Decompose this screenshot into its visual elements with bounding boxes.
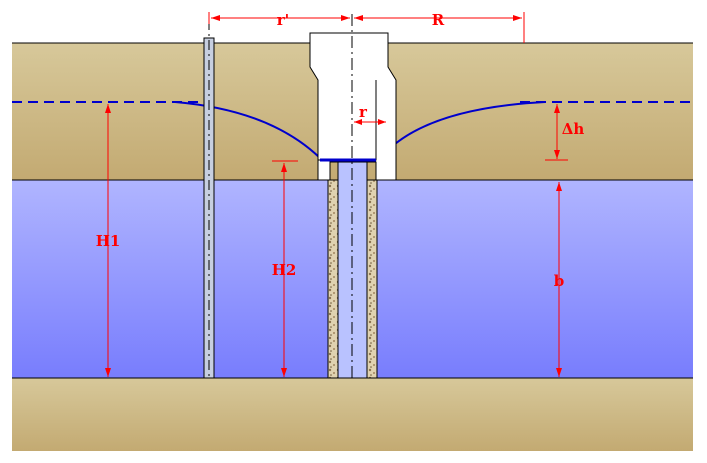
r-arrow-right xyxy=(378,119,386,125)
label-r: r xyxy=(359,103,368,121)
label-H1: H1 xyxy=(96,232,121,250)
r-arrow-left xyxy=(354,119,362,125)
drawdown-curve-right xyxy=(385,101,546,153)
drawdown-curve-left xyxy=(174,101,321,159)
delta-h-arrow-top xyxy=(554,104,560,113)
R-arrow-left xyxy=(354,15,363,21)
H2-arrow-top xyxy=(281,163,287,172)
well-casing xyxy=(309,32,397,181)
label-b: b xyxy=(554,272,565,290)
r-prime-arrow-left xyxy=(211,15,220,21)
r-prime-arrow-right xyxy=(341,15,350,21)
H2-arrow-bottom xyxy=(281,368,287,377)
label-r-prime: r' xyxy=(277,11,290,29)
gravel-pack-right xyxy=(366,179,378,379)
lower-sand-layer xyxy=(12,378,693,451)
H1-arrow-bottom xyxy=(105,368,111,377)
label-H2: H2 xyxy=(272,261,297,279)
label-delta-h: Δh xyxy=(562,120,585,138)
R-arrow-right xyxy=(513,15,522,21)
delta-h-arrow-bottom xyxy=(554,150,560,159)
b-arrow-top xyxy=(556,182,562,191)
b-arrow-bottom xyxy=(556,368,562,377)
gravel-pack-left xyxy=(327,179,339,379)
label-R: R xyxy=(432,11,445,29)
H1-arrow-top xyxy=(105,104,111,113)
